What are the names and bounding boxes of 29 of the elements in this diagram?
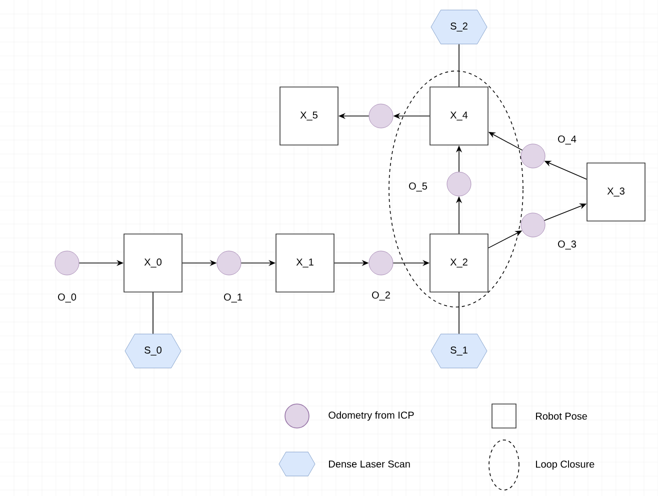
- legend-text: Robot Pose: [536, 412, 587, 420]
- node-label: O_5: [409, 182, 428, 192]
- node-label: O_3: [558, 240, 576, 250]
- pose-box: X_5: [280, 86, 338, 146]
- node-label: O_0: [58, 294, 76, 302]
- odometry-circle: [216, 250, 242, 276]
- pose-box: X_2: [430, 234, 488, 292]
- odometry-circle: [446, 172, 472, 196]
- odometry-circle: [54, 250, 80, 276]
- connector-line: [458, 292, 460, 334]
- connector-line: [458, 44, 460, 87]
- odometry-circle: [368, 104, 394, 128]
- legend-text: Loop Closure: [536, 460, 594, 470]
- scan-hexagon: S_0: [124, 334, 182, 368]
- scan-hexagon: S_2: [430, 10, 488, 44]
- connector-line: [152, 292, 154, 334]
- odometry-circle: [520, 212, 546, 238]
- scan-hexagon: S_1: [430, 334, 488, 368]
- node-label: O_1: [224, 294, 242, 302]
- pose-box: X_1: [276, 234, 334, 292]
- pose-box: X_3: [586, 162, 646, 222]
- odometry-circle: [520, 144, 546, 168]
- node-label: O_2: [372, 292, 390, 300]
- legend-text: Dense Laser Scan: [329, 460, 410, 468]
- odometry-circle: [368, 250, 394, 276]
- pose-box: X_4: [430, 86, 488, 146]
- legend-text: Odometry from ICP: [328, 411, 414, 421]
- node-label: O_4: [558, 136, 576, 144]
- pose-box: X_0: [124, 234, 182, 292]
